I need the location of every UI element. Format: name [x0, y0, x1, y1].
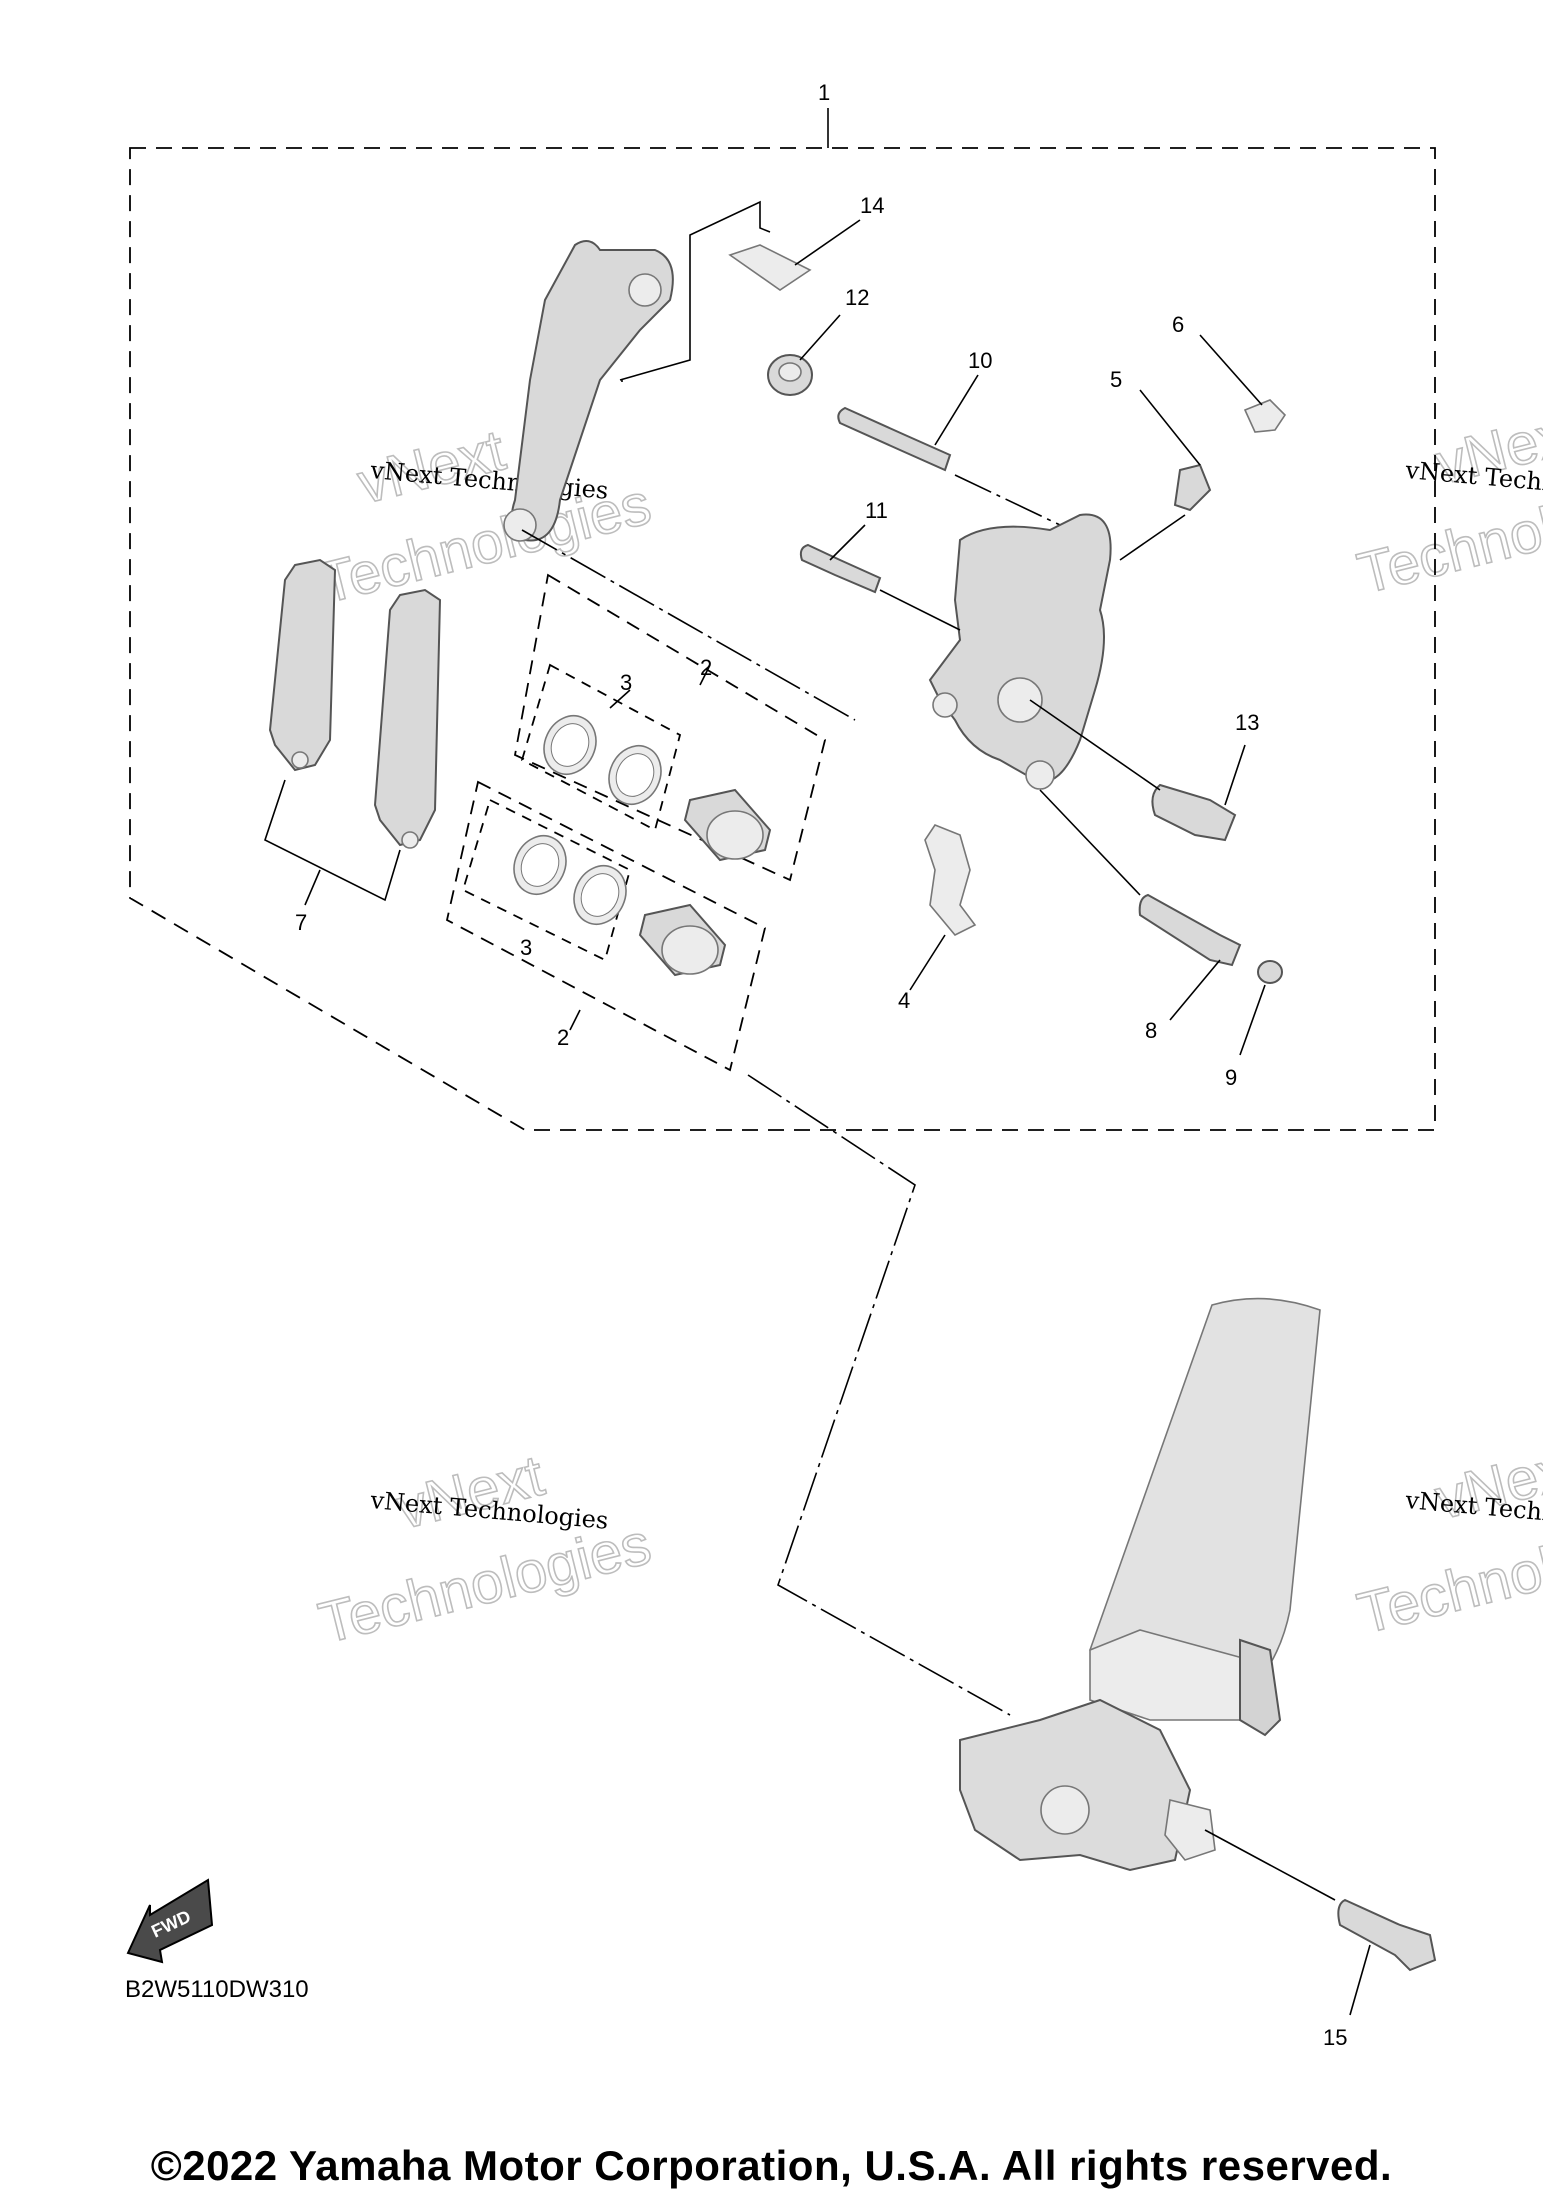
axle-bolt: [1337, 1898, 1437, 1972]
callout-15: 15: [1323, 2025, 1347, 2050]
callout-7: 7: [295, 910, 307, 935]
leader-6: [1199, 334, 1263, 406]
callout-1: 1: [818, 80, 830, 105]
leader-8: [1169, 959, 1221, 1021]
leader-2-upper: [699, 664, 711, 686]
caliper-body: [928, 513, 1112, 790]
center-line-15: [1204, 1829, 1336, 1901]
caliper-bracket: [503, 240, 674, 542]
callout-2-upper: 2: [700, 655, 712, 680]
callout-2-lower: 2: [557, 1025, 569, 1050]
seal-kit-box-lower: [461, 798, 632, 962]
leader-10: [934, 374, 979, 446]
watermark-2: vNext Technologies vNext Technologies: [1351, 397, 1543, 607]
clip-6: [1243, 399, 1287, 433]
leader-12: [799, 314, 841, 361]
piston-lower: [638, 903, 727, 977]
copyright-notice: ©2022 Yamaha Motor Corporation, U.S.A. A…: [150, 2142, 1393, 2189]
leader-9: [1239, 984, 1266, 1056]
assembly-boundary: [129, 147, 1436, 1131]
bolt-8: [1138, 893, 1242, 967]
diagram-code: B2W5110DW310: [125, 1976, 309, 2003]
callout-13: 13: [1235, 710, 1259, 735]
leader-13: [1224, 744, 1246, 806]
pad-shim: [924, 824, 977, 936]
callout-10: 10: [968, 348, 992, 373]
callout-11: 11: [865, 498, 888, 523]
bolt-13: [1151, 783, 1237, 842]
leader-3-upper: [609, 689, 631, 709]
leader-5: [1139, 389, 1201, 466]
bracket-ref-line: [619, 200, 771, 382]
callout-3-upper: 3: [620, 670, 632, 695]
watermark-3: vNext Technologies vNext Technologies: [312, 1442, 658, 1657]
bleed-cap: [767, 354, 813, 396]
callout-14: 14: [860, 193, 884, 218]
callout-5: 5: [1110, 367, 1122, 392]
callout-8: 8: [1145, 1018, 1157, 1043]
pad-spring: [728, 244, 812, 291]
watermark-4: vNext Technologies vNext Technologies: [1351, 1432, 1543, 1647]
caliper-pin-11: [799, 543, 882, 594]
washer-9: [1257, 960, 1283, 984]
center-line-8: [1039, 789, 1141, 896]
callout-4: 4: [898, 988, 910, 1013]
piston-upper: [683, 788, 772, 862]
brake-pad-left: [268, 558, 337, 772]
piston-seals-upper: [543, 715, 662, 805]
leader-7-stem: [304, 869, 321, 906]
watermark-1: vNext Technologies vNext Technologies: [312, 417, 658, 617]
leader-15: [1349, 1944, 1371, 2016]
center-line-10: [954, 474, 1061, 526]
piston-kit-box-lower: [445, 780, 767, 1072]
leader-4: [909, 934, 946, 991]
front-fork: [959, 1297, 1321, 1872]
leader-2-lower: [569, 1009, 581, 1031]
fwd-arrow-icon: FWD: [126, 1878, 214, 1964]
mount-line-lower: [747, 1074, 1011, 1716]
brake-pad-right: [373, 588, 442, 849]
leader-7: [264, 779, 401, 902]
bleed-screw: [1173, 463, 1212, 512]
leader-11: [829, 524, 866, 561]
mount-line-upper: [521, 529, 856, 721]
callout-3-lower: 3: [520, 935, 532, 960]
center-line-11: [879, 589, 961, 631]
center-line-13: [1029, 699, 1161, 791]
callout-9: 9: [1225, 1065, 1237, 1090]
piston-kit-box-upper: [513, 573, 827, 882]
center-line-5: [1119, 514, 1186, 561]
piston-seals-lower: [513, 835, 627, 925]
leader-14: [794, 219, 861, 266]
seal-kit-box-upper: [520, 663, 682, 832]
callout-12: 12: [845, 285, 869, 310]
callout-6: 6: [1172, 312, 1184, 337]
caliper-pin-10: [837, 406, 952, 472]
